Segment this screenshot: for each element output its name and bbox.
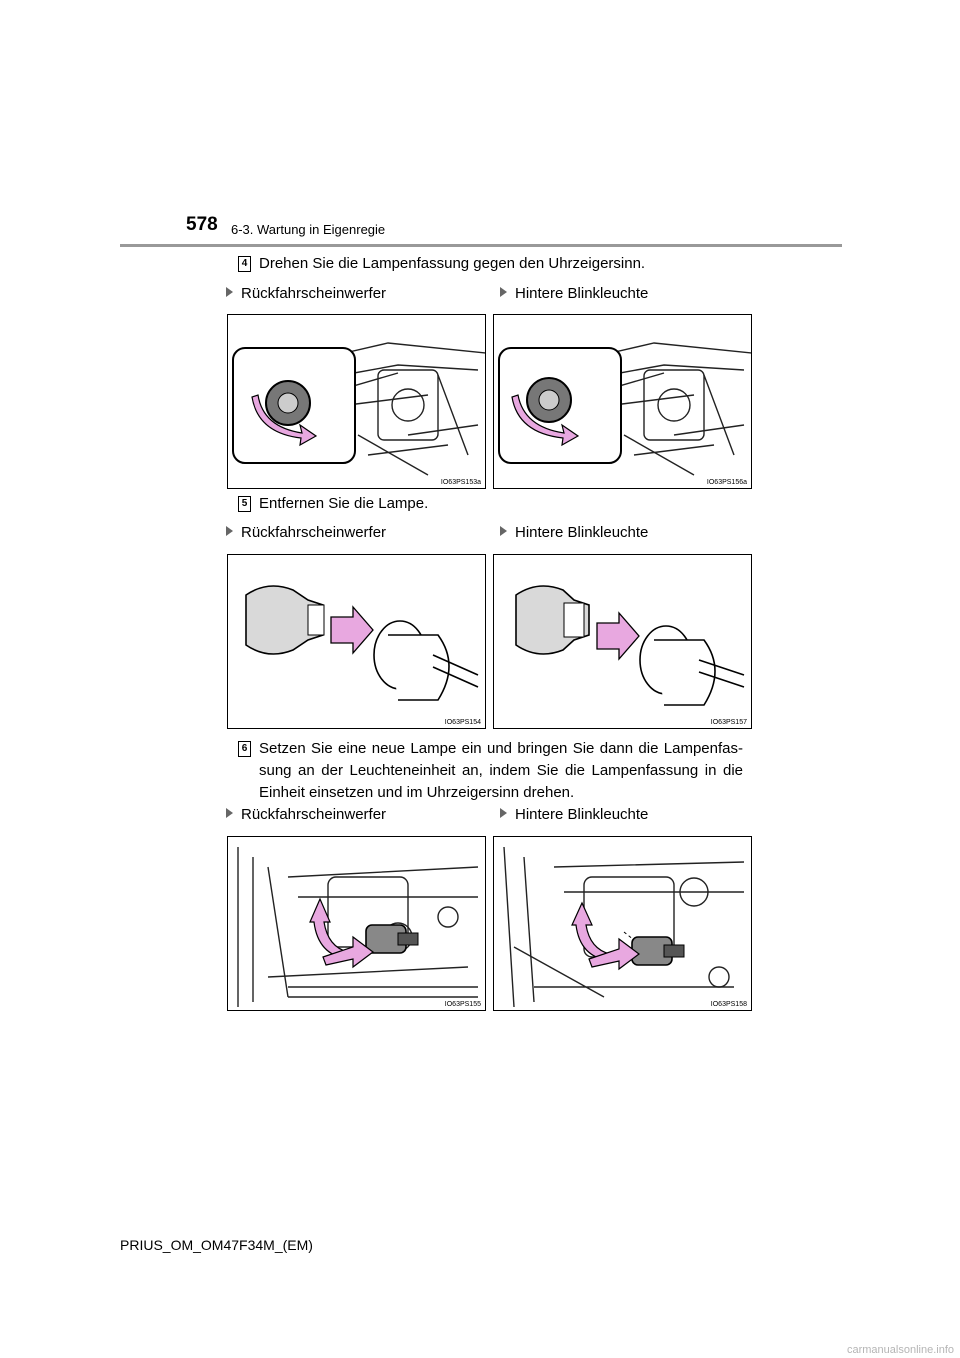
figure-reversing-light-install: IO63PS155 — [227, 836, 486, 1011]
step-6-left-label: Rückfahrscheinwerfer — [226, 806, 386, 823]
bulb-removal-illustration — [245, 585, 479, 701]
figure-code: IO63PS153a — [440, 479, 481, 486]
step-4-right-label: Hintere Blinkleuchte — [500, 285, 648, 302]
watermark: carmanualsonline.info — [846, 1344, 954, 1356]
step-badge-5: 5 — [238, 496, 251, 512]
step-4-left-label: Rückfahrscheinwerfer — [226, 285, 386, 302]
section-title: 6-3. Wartung in Eigenregie — [231, 222, 386, 237]
figure-code: IO63PS157 — [710, 719, 747, 726]
lamp-socket-illustration — [498, 342, 751, 476]
figure-code: IO63PS155 — [444, 1001, 481, 1008]
step-5-text: Entfernen Sie die Lampe. — [259, 495, 429, 512]
figure-reversing-light-rotate: IO63PS153a — [227, 314, 486, 489]
figure-code: IO63PS156a — [706, 479, 747, 486]
bulb-install-illustration — [237, 847, 479, 1007]
figure-reversing-light-remove: IO63PS154 — [227, 554, 486, 729]
document-code: PRIUS_OM_OM47F34M_(EM) — [120, 1237, 313, 1253]
step-6-text: Setzen Sie eine neue Lampe ein und bring… — [259, 740, 743, 801]
step-badge-4: 4 — [238, 256, 251, 272]
lamp-socket-illustration — [232, 342, 485, 476]
step-4-text: Drehen Sie die Lampenfassung gegen den U… — [259, 255, 646, 272]
page-number: 578 — [186, 214, 218, 235]
step-badge-6: 6 — [238, 741, 251, 757]
step-5-right-label: Hintere Blinkleuchte — [500, 524, 648, 541]
header-rule — [120, 244, 842, 247]
step-5-left-label: Rückfahrscheinwerfer — [226, 524, 386, 541]
triangle-bullet-icon — [500, 808, 507, 818]
figure-code: IO63PS158 — [710, 1001, 747, 1008]
bulb-removal-illustration — [515, 585, 745, 706]
triangle-bullet-icon — [226, 808, 233, 818]
step-6-right-label: Hintere Blinkleuchte — [500, 806, 648, 823]
figure-turn-signal-install: IO63PS158 — [493, 836, 752, 1011]
bulb-install-illustration — [503, 846, 745, 1008]
triangle-bullet-icon — [500, 287, 507, 297]
triangle-bullet-icon — [500, 526, 507, 536]
figure-turn-signal-rotate: IO63PS156a — [493, 314, 752, 489]
figure-code: IO63PS154 — [444, 719, 481, 726]
figure-turn-signal-remove: IO63PS157 — [493, 554, 752, 729]
triangle-bullet-icon — [226, 287, 233, 297]
triangle-bullet-icon — [226, 526, 233, 536]
